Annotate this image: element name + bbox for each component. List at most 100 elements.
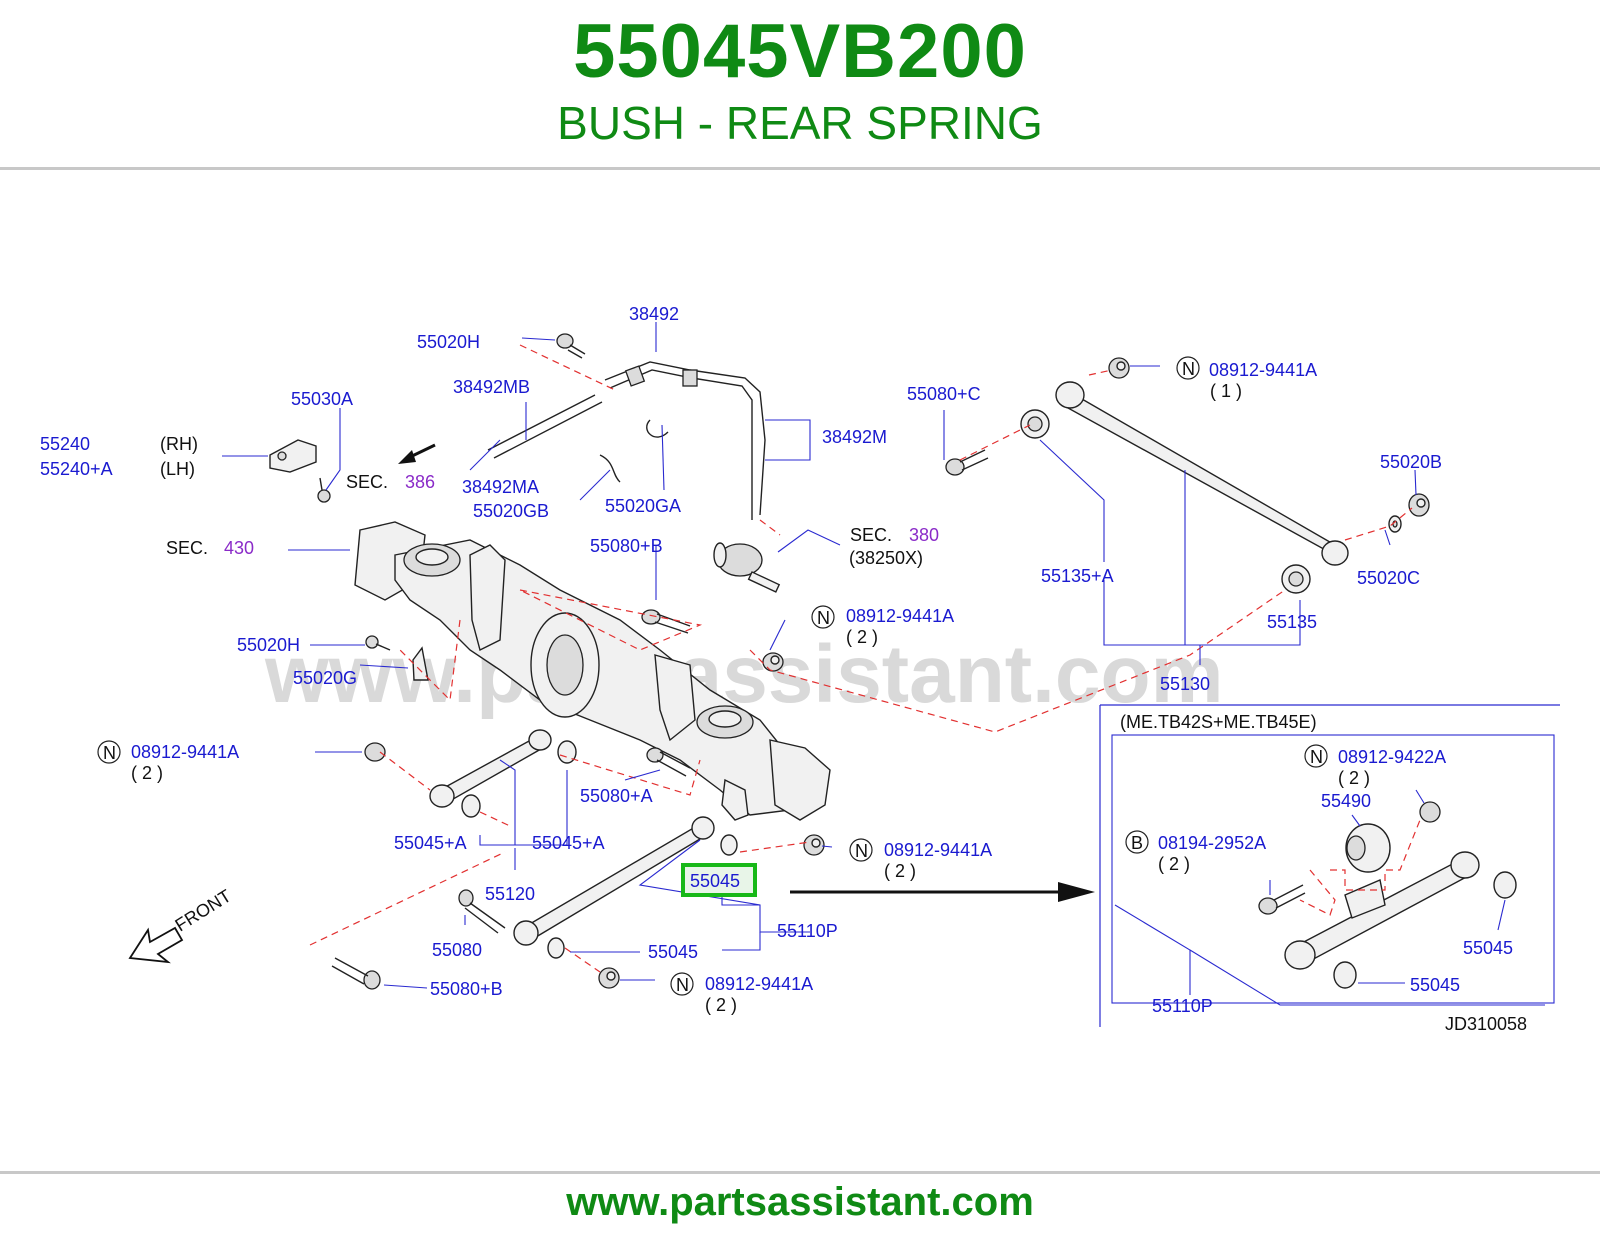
label-55080b-low: 55080+B xyxy=(430,979,503,999)
diagram-code: JD310058 xyxy=(1445,1014,1527,1034)
label-55240: 55240 xyxy=(40,434,90,454)
inset-frame xyxy=(1099,704,1560,1027)
label-inset-55110p: 55110P xyxy=(1152,996,1213,1016)
label-55045-low: 55045 xyxy=(648,942,698,962)
inset-link-55110p xyxy=(1284,851,1480,970)
label-n-mid: 08912-9441A xyxy=(846,606,954,626)
label-55130: 55130 xyxy=(1160,674,1210,694)
label-55080c: 55080+C xyxy=(907,384,981,404)
label-n-bottom-qty: ( 2 ) xyxy=(705,995,737,1015)
rear-axle-housing xyxy=(354,521,831,821)
part-number-title: 55045VB200 xyxy=(573,9,1027,94)
n-badge-inset: N xyxy=(1304,744,1328,768)
leader-lines xyxy=(222,322,1417,989)
bracket-55240 xyxy=(269,439,331,503)
label-55030a: 55030A xyxy=(291,389,353,409)
assembly-lines xyxy=(309,344,1413,973)
footer-url[interactable]: www.partsassistant.com xyxy=(566,1180,1034,1224)
label-55240a: 55240+A xyxy=(40,459,113,479)
n-badge-left: N xyxy=(97,740,121,764)
front-arrow-icon xyxy=(128,926,184,964)
nut-mid xyxy=(762,652,784,672)
label-55045a-left: 55045+A xyxy=(394,833,467,853)
inset-title: (ME.TB42S+ME.TB45E) xyxy=(1120,712,1317,732)
bolt-55020h-mid xyxy=(365,635,391,651)
label-55020h-mid: 55020H xyxy=(237,635,300,655)
inset-bush-55490 xyxy=(1345,823,1391,873)
bush-55045-lower xyxy=(547,937,565,959)
label-inset-b-qty: ( 2 ) xyxy=(1158,854,1190,874)
label-55110p: 55110P xyxy=(777,921,838,941)
label-n-mid-qty: ( 2 ) xyxy=(846,627,878,647)
nut-left xyxy=(364,742,386,762)
label-38492m: 38492M xyxy=(822,427,887,447)
nut-top-right xyxy=(1108,357,1130,379)
label-rh: (RH) xyxy=(160,434,198,454)
label-inset-55045-right: 55045 xyxy=(1463,938,1513,958)
inset-bolt xyxy=(1258,884,1306,915)
highlight-box xyxy=(681,863,757,897)
inset-arrow xyxy=(790,882,1095,902)
footer-divider xyxy=(0,1171,1600,1174)
svg-text:N: N xyxy=(855,841,868,861)
inset-bush-55045-bottom xyxy=(1333,961,1357,989)
label-inset-n: 08912-9422A xyxy=(1338,747,1446,767)
label-inset-b: 08194-2952A xyxy=(1158,833,1266,853)
nut-bottom xyxy=(598,967,620,989)
bush-55045-upper xyxy=(720,834,738,856)
highlighted-part-label[interactable]: 55045 xyxy=(690,871,740,891)
inset-nut xyxy=(1419,801,1441,823)
sec-430-prefix: SEC. xyxy=(166,538,208,558)
label-55080a: 55080+A xyxy=(580,786,653,806)
sec-380-number: 380 xyxy=(909,525,939,545)
n-badge-top-right: N xyxy=(1176,356,1200,380)
label-55135: 55135 xyxy=(1267,612,1317,632)
label-n-lowmid: 08912-9441A xyxy=(884,840,992,860)
n-badge-mid: N xyxy=(811,605,835,629)
lower-link-55120 xyxy=(429,729,552,808)
svg-text:N: N xyxy=(103,743,116,763)
label-55045a-right: 55045+A xyxy=(532,833,605,853)
label-55135a: 55135+A xyxy=(1041,566,1114,586)
label-38492ma: 38492MA xyxy=(462,477,539,497)
bolt-55080b-top xyxy=(641,609,691,634)
lower-link-55110p xyxy=(513,816,715,946)
bush-55045a-left xyxy=(461,794,481,818)
bolt-55080 xyxy=(458,889,506,934)
label-38492mb: 38492MB xyxy=(453,377,530,397)
svg-text:N: N xyxy=(817,608,830,628)
label-55080: 55080 xyxy=(432,940,482,960)
svg-text:B: B xyxy=(1131,833,1143,853)
nut-55020b xyxy=(1408,493,1430,517)
label-55080b-top: 55080+B xyxy=(590,536,663,556)
label-n-lowmid-qty: ( 2 ) xyxy=(884,861,916,881)
upper-link-55130 xyxy=(1020,381,1349,594)
n-badge-lowmid: N xyxy=(849,838,873,862)
sec-380-prefix: SEC. xyxy=(850,525,892,545)
part-name-subtitle: BUSH - REAR SPRING xyxy=(557,97,1043,149)
label-55020gb: 55020GB xyxy=(473,501,549,521)
label-inset-n-qty: ( 2 ) xyxy=(1338,768,1370,788)
bolt-55020h-top xyxy=(556,333,586,359)
svg-text:N: N xyxy=(1310,747,1323,767)
nut-lowmid xyxy=(803,834,825,856)
brake-hose-assembly xyxy=(487,361,781,593)
label-n-top-right-qty: ( 1 ) xyxy=(1210,381,1242,401)
inset-bush-55045-right xyxy=(1493,871,1517,899)
label-n-bottom: 08912-9441A xyxy=(705,974,813,994)
brake-valve xyxy=(713,542,781,593)
n-badge-bottom: N xyxy=(670,972,694,996)
label-lh: (LH) xyxy=(160,459,195,479)
label-n-left: 08912-9441A xyxy=(131,742,239,762)
inset-leaders xyxy=(1114,789,1545,1006)
label-55020c: 55020C xyxy=(1357,568,1420,588)
svg-text:N: N xyxy=(676,975,689,995)
bolt-55080a xyxy=(646,747,691,777)
sec-386-arrow xyxy=(398,443,436,464)
sec-380-sub: (38250X) xyxy=(849,548,923,568)
b-badge-inset: B xyxy=(1125,830,1149,854)
label-55020g: 55020G xyxy=(293,668,357,688)
inset-dash-lines xyxy=(1299,819,1421,916)
sec-430-number: 430 xyxy=(224,538,254,558)
